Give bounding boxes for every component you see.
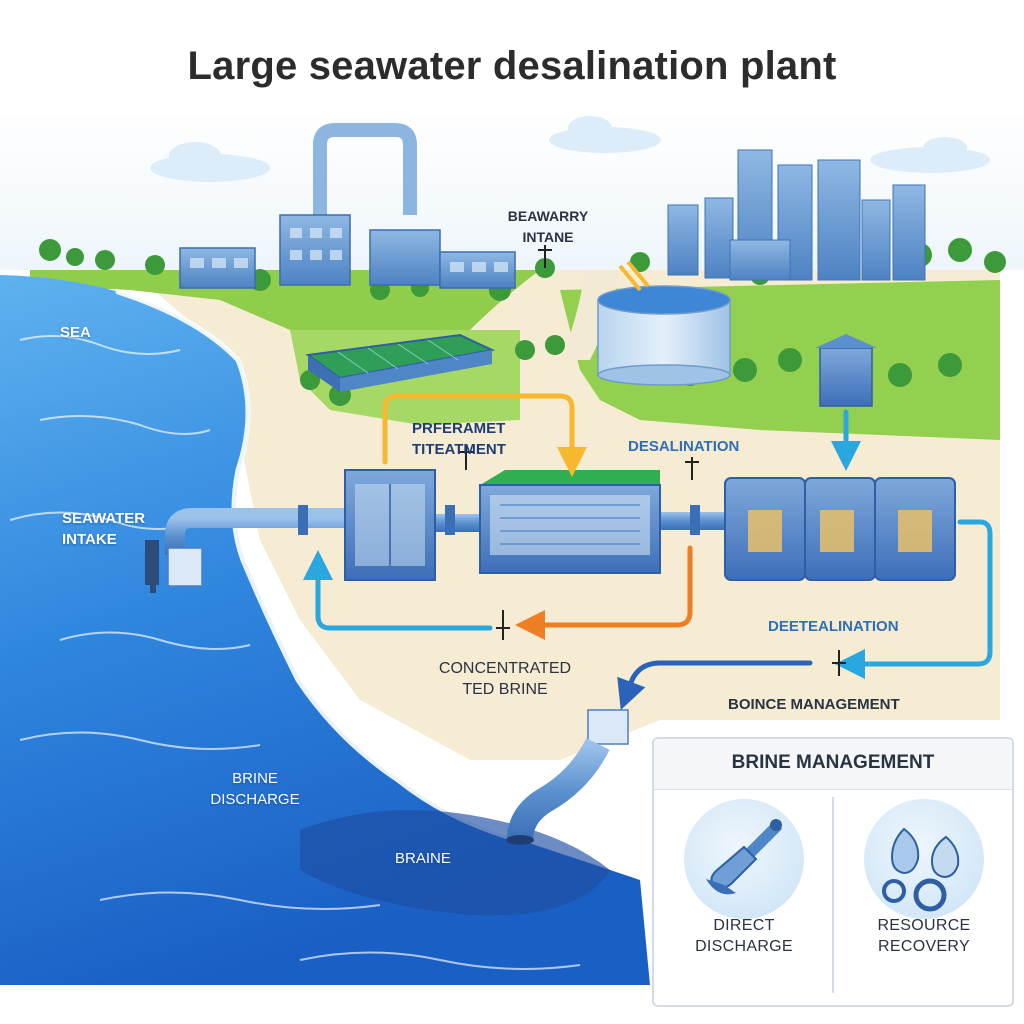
label-concentrated-brine: CONCENTRATED TED BRINE [438, 660, 572, 698]
label-seawater-intake: SEAWATER INTAKE [62, 510, 146, 548]
brine-panel-divider [832, 797, 834, 993]
brine-management-panel: BRINE MANAGEMENT DIRECT DISCHARGE RESOUR… [652, 737, 1014, 1007]
discharge-pipe-icon [706, 819, 782, 895]
wave-lines [9, 335, 581, 970]
arrow-navy-brine [617, 660, 813, 711]
storage-tank [597, 260, 731, 386]
option-direct-discharge [684, 799, 804, 919]
road [560, 270, 620, 360]
option-resource-recovery [864, 799, 984, 919]
arrow-cyan-return [303, 550, 493, 631]
intake-structure [145, 540, 203, 593]
treatment-field [305, 333, 496, 392]
arrow-orange-return [515, 545, 693, 640]
plant-building-side [369, 229, 441, 286]
city-skyline [667, 149, 926, 281]
plant-pipe-loop [313, 123, 417, 215]
brine-panel-title: BRINE MANAGEMENT [731, 752, 935, 773]
recycle-drops-icon [882, 827, 960, 912]
label-desalination-mid: DEETEALINATION [768, 618, 899, 635]
pretreatment-unit [344, 469, 436, 581]
page-title: Large seawater desalination plant [187, 44, 837, 88]
shore-foam [115, 289, 521, 843]
option-resource-recovery-label: RESOURCE RECOVERY [877, 917, 971, 955]
label-sea: SEA [60, 324, 91, 341]
label-pretreatment: PRFERAMET TITEATMENT [412, 420, 506, 458]
brine-panel-header: BRINE MANAGEMENT [654, 739, 1012, 790]
label-beawarry-intake: BEAWARRY INTANE [507, 208, 589, 245]
label-braine: BRAINE [395, 850, 451, 867]
sea-water [0, 275, 650, 985]
label-brine-discharge: BRINE DISCHARGE [210, 770, 300, 808]
control-kiosk [815, 334, 877, 407]
clouds [150, 116, 990, 182]
arrow-cyan-right [835, 519, 993, 679]
valve-markers [459, 245, 846, 676]
option-direct-discharge-label: DIRECT DISCHARGE [695, 917, 793, 955]
label-desalination-top: DESALINATION [628, 438, 740, 455]
main-pipeline [165, 505, 725, 555]
arrow-yellow-loop [382, 393, 587, 477]
industrial-plant [179, 123, 516, 289]
desalination-unit [479, 470, 661, 574]
label-boince-management: BOINCE MANAGEMENT [728, 696, 900, 713]
flow-arrows [303, 393, 993, 711]
desalination-modules [724, 477, 956, 581]
brine-outfall [506, 709, 629, 845]
